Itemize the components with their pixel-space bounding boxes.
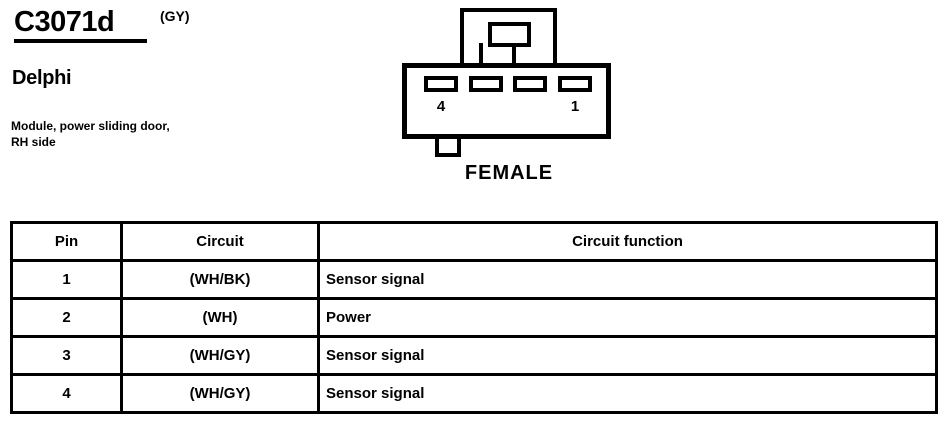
connector-body-right-edge	[606, 63, 611, 139]
cell-circuit: (WH/GY)	[120, 373, 320, 414]
locking-tab-inner-bottom	[488, 43, 531, 47]
cell-circuit: (WH/BK)	[120, 259, 320, 300]
cell-circuit-function: Sensor signal	[317, 259, 938, 300]
keying-tab-bottom	[435, 153, 461, 157]
pin-cavity-label-1: 1	[570, 98, 580, 115]
locking-tab-inner-right	[527, 22, 531, 47]
locking-tab-outline-top	[460, 8, 557, 12]
table-header-row: Pin Circuit Circuit function	[10, 221, 938, 262]
column-header-circuit: Circuit	[120, 221, 320, 262]
connector-id-underline	[14, 39, 147, 43]
cell-pin: 4	[10, 373, 123, 414]
locking-tab-outline-right	[553, 8, 557, 63]
pin-cavity-3	[469, 76, 503, 92]
pin-cavity-1	[558, 76, 592, 92]
connector-body-top-edge	[402, 63, 611, 68]
cell-circuit: (WH/GY)	[120, 335, 320, 376]
column-header-circuit-function: Circuit function	[317, 221, 938, 262]
connector-description: Module, power sliding door, RH side	[11, 119, 170, 149]
cell-circuit: (WH)	[120, 297, 320, 338]
connector-body-left-edge	[402, 63, 407, 139]
connector-body-bottom-edge	[402, 134, 611, 139]
locking-tab-inner-left	[488, 22, 492, 47]
table-row: 3 (WH/GY) Sensor signal	[10, 335, 938, 376]
cell-circuit-function: Power	[317, 297, 938, 338]
cell-pin: 2	[10, 297, 123, 338]
table-row: 4 (WH/GY) Sensor signal	[10, 373, 938, 414]
pin-cavity-label-4: 4	[436, 98, 446, 115]
table-row: 1 (WH/BK) Sensor signal	[10, 259, 938, 300]
pin-assignment-table: Pin Circuit Circuit function 1 (WH/BK) S…	[10, 221, 938, 414]
locking-tab-inner-top	[488, 22, 531, 26]
pin-cavity-4	[424, 76, 458, 92]
cell-circuit-function: Sensor signal	[317, 373, 938, 414]
cell-circuit-function: Sensor signal	[317, 335, 938, 376]
connector-color-code: (GY)	[160, 8, 190, 24]
locking-tab-divider-right	[512, 43, 516, 63]
locking-tab-outline-left	[460, 8, 464, 63]
connector-id: C3071d	[14, 6, 115, 38]
locking-tab-divider-left	[479, 43, 483, 63]
connector-diagram: 4 1 FEMALE	[395, 0, 625, 195]
cell-pin: 1	[10, 259, 123, 300]
table-row: 2 (WH) Power	[10, 297, 938, 338]
pin-cavity-2	[513, 76, 547, 92]
connector-gender-label: FEMALE	[464, 162, 554, 184]
connector-brand: Delphi	[12, 67, 72, 89]
cell-pin: 3	[10, 335, 123, 376]
keying-tab-right	[457, 139, 461, 157]
column-header-pin: Pin	[10, 221, 123, 262]
keying-tab-left	[435, 139, 439, 157]
